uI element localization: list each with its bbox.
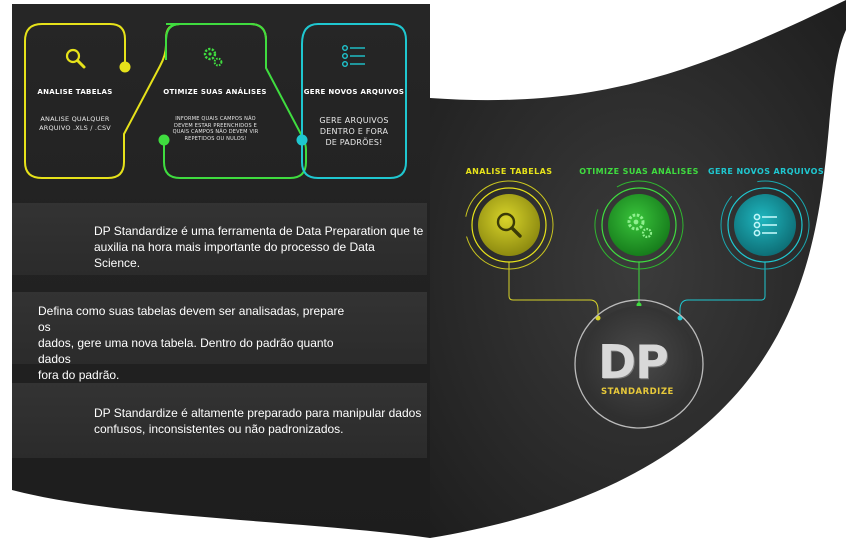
card-desc-analise: ANALISE QUALQUER ARQUIVO .XLS / .CSV xyxy=(25,115,125,133)
card-desc-line: DENTRO E FORA xyxy=(319,127,389,136)
card-desc-line: INFORME QUAIS CAMPOS NÃO xyxy=(175,116,256,122)
card-desc-gere: GERE ARQUIVOS DENTRO E FORA DE PADRÕES! xyxy=(302,115,406,148)
card-desc-line: ANALISE QUALQUER xyxy=(40,115,110,123)
card-title-gere: GERE NOVOS ARQUIVOS xyxy=(303,88,405,96)
connector-line-cyan xyxy=(679,262,766,318)
list-icon xyxy=(342,45,365,67)
panel-robust xyxy=(12,383,427,458)
card-desc-otimize: INFORME QUAIS CAMPOS NÃO DEVEM ESTAR PRE… xyxy=(163,116,268,142)
connector-dot-green xyxy=(158,134,170,146)
connector-dot-cyan xyxy=(296,134,308,146)
panel-robust-text: DP Standardize é altamente preparado par… xyxy=(94,405,424,437)
panel-text-line: fora do padrão. xyxy=(38,368,120,382)
node-title-analise: ANALISE TABELAS xyxy=(465,167,553,176)
logo-circle xyxy=(574,299,704,429)
panel-define-text: Defina como suas tabelas devem ser anali… xyxy=(38,303,358,383)
card-desc-line: GERE ARQUIVOS xyxy=(319,116,389,125)
node-gere-novos-arquivos xyxy=(720,180,810,270)
panel-text-line: DP Standardize é uma ferramenta de Data … xyxy=(94,224,424,238)
node-analise-tabelas xyxy=(464,180,554,270)
connector-line-yellow xyxy=(508,262,599,318)
card-desc-line: REPETIDOS OU NULOS! xyxy=(184,135,247,142)
panel-text-line: Defina como suas tabelas devem ser anali… xyxy=(38,304,345,334)
connector-dot-yellow xyxy=(119,61,131,73)
card-desc-line: QUAIS CAMPOS NÃO DEVEM VIR xyxy=(172,129,259,136)
panel-intro xyxy=(12,203,427,275)
panel-intro-text: DP Standardize é uma ferramenta de Data … xyxy=(94,223,424,271)
gears-icon xyxy=(203,47,223,67)
panel-text-line: dados, gere uma nova tabela. Dentro do p… xyxy=(38,336,334,366)
panel-text-line: auxilia na hora mais importante do proce… xyxy=(94,240,375,270)
panel-text-line: confusos, inconsistentes ou não padroniz… xyxy=(94,422,344,436)
node-title-gere: GERE NOVOS ARQUIVOS xyxy=(708,167,824,176)
magnifier-icon xyxy=(65,48,86,69)
panel-text-line: DP Standardize é altamente preparado par… xyxy=(94,406,422,420)
card-title-otimize: OTIMIZE SUAS ANÁLISES xyxy=(163,88,267,96)
card-desc-line: DE PADRÕES! xyxy=(325,138,383,147)
logo-mark: DP xyxy=(598,335,669,389)
card-desc-line: DEVEM ESTAR PREENCHIDOS E xyxy=(174,122,257,129)
logo-subtitle: STANDARDIZE xyxy=(601,387,674,397)
node-title-otimize: OTIMIZE SUAS ANÁLISES xyxy=(579,167,699,176)
panel-define xyxy=(12,292,427,364)
card-title-analise: ANALISE TABELAS xyxy=(37,88,113,96)
card-desc-line: ARQUIVO .XLS / .CSV xyxy=(39,124,111,132)
